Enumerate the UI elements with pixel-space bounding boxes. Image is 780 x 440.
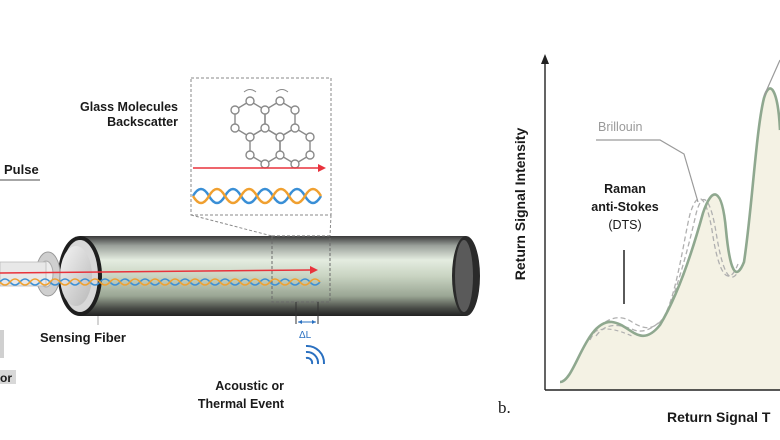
y-axis-label: Return Signal Intensity — [512, 127, 528, 281]
fiber-diagram — [0, 77, 480, 384]
acoustic-thermal-label: Acoustic or Thermal Event — [197, 379, 284, 411]
wave-orange-zoom — [191, 187, 323, 205]
brillouin-label: Brillouin — [598, 120, 643, 134]
return-signal-chart — [541, 54, 780, 391]
dashed-curve-1 — [589, 198, 739, 341]
signal-area — [560, 88, 780, 390]
panel-letter-b: b. — [498, 398, 511, 417]
detector-box — [0, 370, 16, 384]
raman-label: Raman anti-Stokes (DTS) — [591, 182, 659, 232]
dashed-curve-2 — [595, 199, 741, 337]
partial-or-label: or — [0, 371, 12, 385]
brillouin-leader — [596, 139, 699, 203]
glass-molecule-icon — [230, 89, 315, 169]
event-region — [271, 235, 331, 303]
delta-l-label: ΔL — [299, 330, 312, 341]
x-axis-label: Return Signal T — [667, 409, 771, 425]
signal-curve — [559, 87, 780, 384]
partial-box-left — [0, 330, 4, 358]
glass-molecules-label: Glass Molecules Backscatter — [80, 100, 178, 129]
pulse-label: Pulse — [4, 162, 39, 177]
signal-waves-icon — [305, 344, 326, 365]
pulse-path — [0, 269, 311, 274]
fiber-cladding — [80, 236, 466, 316]
wave-orange-fiber — [0, 278, 321, 286]
sensing-fiber-label: Sensing Fiber — [40, 330, 126, 345]
